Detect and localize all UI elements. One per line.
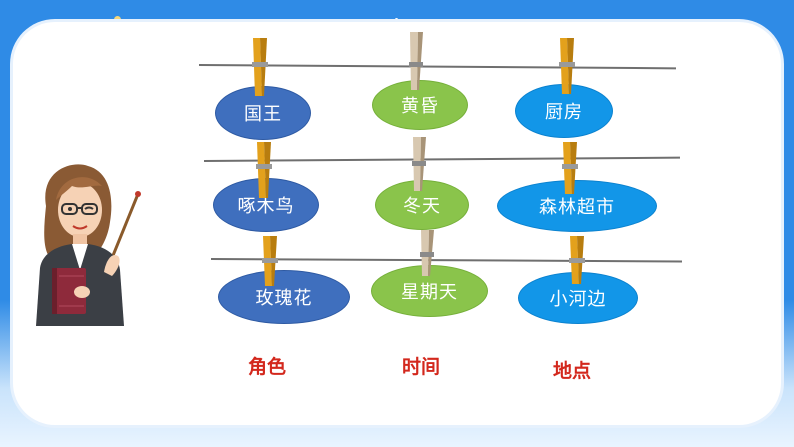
clothespin-icon: [252, 38, 268, 96]
clothespin-icon: [412, 137, 426, 191]
card-forest-market[interactable]: 森林超市: [497, 180, 657, 232]
card-kitchen-text: 厨房: [545, 102, 583, 123]
card-woodpecker[interactable]: 啄木鸟: [213, 178, 319, 232]
clothespin-icon: [559, 38, 575, 94]
label-time: 时间: [402, 356, 441, 378]
card-winter-text: 冬天: [403, 196, 441, 217]
card-king[interactable]: 国王: [215, 86, 311, 140]
clothespin-icon: [262, 236, 278, 286]
label-role: 角色: [248, 356, 287, 378]
teacher-with-pointer-illustration: [36, 164, 141, 326]
clothespin-icon: [409, 32, 423, 90]
card-dusk-text: 黄昏: [401, 96, 439, 117]
card-king-text: 国王: [244, 104, 282, 125]
card-rose-text: 玫瑰花: [255, 288, 313, 309]
clothespin-icon: [420, 230, 434, 276]
card-dusk[interactable]: 黄昏: [372, 80, 468, 130]
card-rose[interactable]: 玫瑰花: [218, 270, 350, 324]
decor-dot-small: [395, 18, 398, 21]
clothespin-icon: [562, 142, 578, 194]
card-riverside-text: 小河边: [549, 289, 607, 310]
clothespin-icon: [569, 236, 585, 284]
decor-dot: [114, 16, 121, 23]
card-sunday-text: 星期天: [401, 282, 458, 303]
clothespin-icon: [256, 142, 272, 198]
card-forest-market-text: 森林超市: [539, 197, 615, 218]
card-woodpecker-text: 啄木鸟: [237, 196, 295, 217]
label-place: 地点: [553, 360, 592, 382]
